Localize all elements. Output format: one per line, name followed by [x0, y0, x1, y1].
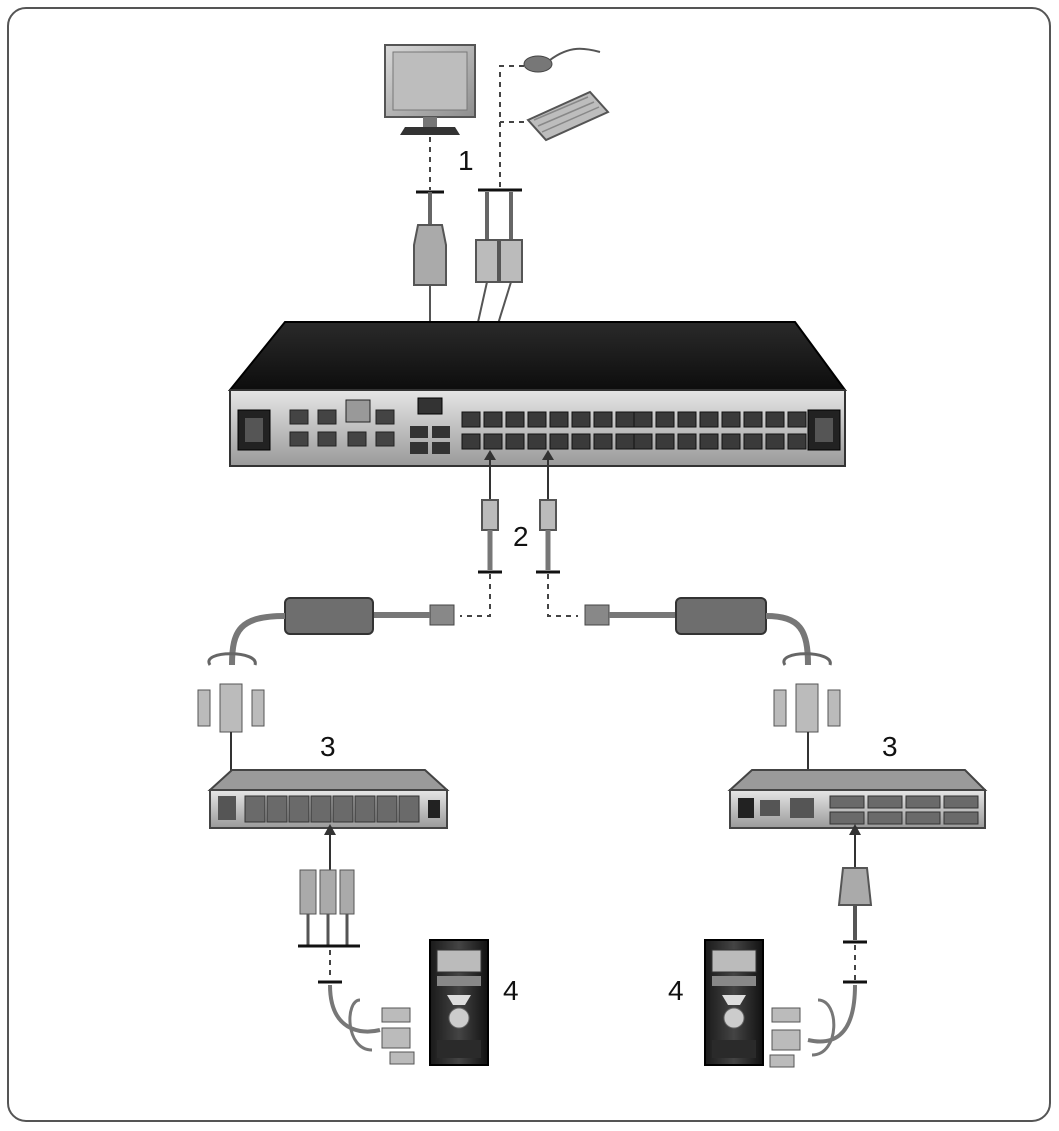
tier-port: [868, 812, 902, 824]
tier-port: [355, 796, 375, 822]
switch-port: [506, 412, 524, 427]
switch-port: [528, 434, 546, 449]
tiered-switch-left: [210, 770, 447, 828]
kvm-switch-appliance: [230, 322, 845, 466]
switch-port: [484, 412, 502, 427]
tier-port: [289, 796, 309, 822]
switch-port: [506, 434, 524, 449]
switch-port: [528, 412, 546, 427]
switch-port: [594, 434, 612, 449]
switch-port: [678, 412, 696, 427]
switch-port: [700, 412, 718, 427]
switch-port: [484, 434, 502, 449]
tier-port: [944, 812, 978, 824]
switch-port: [462, 412, 480, 427]
switch-port: [788, 434, 806, 449]
callout-4-left: 4: [503, 975, 519, 1006]
switch-port: [766, 412, 784, 427]
switch-port: [766, 434, 784, 449]
switch-port: [744, 412, 762, 427]
switch-port: [550, 434, 568, 449]
server-tower-right-icon: [705, 940, 763, 1065]
tier-port: [333, 796, 353, 822]
switch-port: [744, 434, 762, 449]
tier-port: [868, 796, 902, 808]
tier-port: [830, 812, 864, 824]
callout-2: 2: [513, 521, 529, 552]
server-tower-left-icon: [430, 940, 488, 1065]
switch-port: [722, 434, 740, 449]
switch-port: [616, 412, 634, 427]
switch-port: [550, 412, 568, 427]
switch-port: [788, 412, 806, 427]
callout-4-right: 4: [668, 975, 684, 1006]
callout-3-left: 3: [320, 731, 336, 762]
tiered-switch-right: [730, 770, 985, 828]
switch-port: [722, 412, 740, 427]
tier-port: [245, 796, 265, 822]
switch-port: [634, 434, 652, 449]
switch-port: [462, 434, 480, 449]
diagram-frame: [8, 8, 1050, 1121]
switch-port: [656, 412, 674, 427]
callout-1: 1: [458, 145, 474, 176]
tier-port: [377, 796, 397, 822]
switch-port: [616, 434, 634, 449]
callout-3-right: 3: [882, 731, 898, 762]
switch-port: [678, 434, 696, 449]
switch-port: [572, 434, 590, 449]
tier-port: [944, 796, 978, 808]
tier-port: [399, 796, 419, 822]
tier-port: [311, 796, 331, 822]
switch-port: [656, 434, 674, 449]
tier-port: [906, 812, 940, 824]
switch-port: [594, 412, 612, 427]
switch-port: [634, 412, 652, 427]
tier-port: [267, 796, 287, 822]
switch-port: [700, 434, 718, 449]
tier-port: [906, 796, 940, 808]
tier-port: [830, 796, 864, 808]
switch-port: [572, 412, 590, 427]
